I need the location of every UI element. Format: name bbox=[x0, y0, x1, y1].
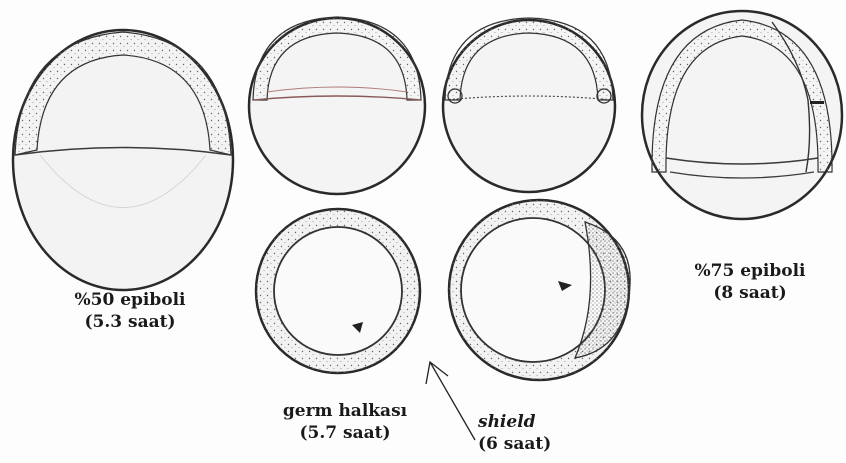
embryo-top-3 bbox=[443, 18, 615, 192]
embryo-50-epiboly bbox=[13, 30, 233, 290]
label-germ-ring: germ halkası (5.7 saat) bbox=[275, 400, 415, 444]
label-germ-ring-title: germ halkası bbox=[275, 400, 415, 422]
label-50-epiboly-title: %50 epiboli bbox=[60, 289, 200, 311]
embryo-75-epiboly bbox=[642, 11, 842, 219]
label-75-epiboly: %75 epiboli (8 saat) bbox=[690, 260, 810, 304]
label-75-epiboly-title: %75 epiboli bbox=[690, 260, 810, 282]
label-germ-ring-time: (5.7 saat) bbox=[275, 422, 415, 444]
arrow-annotation bbox=[426, 362, 475, 440]
label-50-epiboly-time: (5.3 saat) bbox=[60, 311, 200, 333]
label-50-epiboly: %50 epiboli (5.3 saat) bbox=[60, 289, 200, 333]
embryo-shield bbox=[449, 200, 630, 380]
embryo-top-2 bbox=[249, 17, 425, 194]
label-75-epiboly-time: (8 saat) bbox=[690, 282, 810, 304]
label-shield-time: (6 saat) bbox=[478, 433, 558, 455]
label-shield-title: shield bbox=[478, 411, 558, 433]
embryo-germ-ring bbox=[256, 209, 420, 373]
label-shield: shield (6 saat) bbox=[478, 411, 558, 455]
